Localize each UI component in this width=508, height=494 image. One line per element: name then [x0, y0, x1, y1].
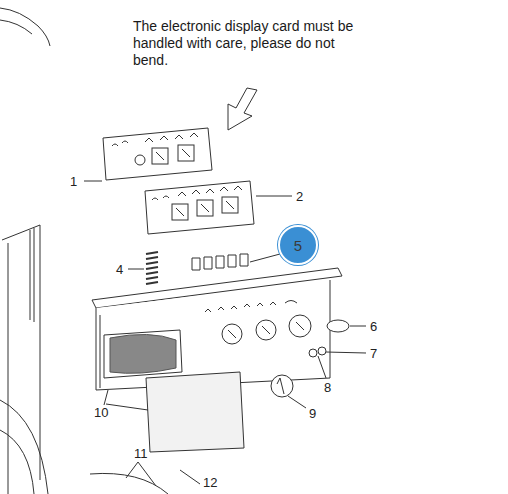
- leader-line: [350, 326, 366, 327]
- small-knob: [318, 347, 326, 355]
- leader-line: [104, 390, 148, 410]
- leader-line: [256, 196, 292, 197]
- small-knob: [309, 349, 317, 357]
- leader-line: [326, 352, 366, 353]
- leader-line: [318, 356, 326, 378]
- handling-note: The electronic display card must be hand…: [133, 18, 355, 69]
- cabinet-edge: [8, 243, 9, 494]
- drawer-handle: [110, 334, 176, 373]
- card-hole: [135, 155, 145, 165]
- display-card: [103, 128, 212, 180]
- leader-line: [84, 181, 102, 182]
- drawer-front: [146, 372, 244, 452]
- callout-number: 6: [370, 319, 377, 334]
- callout-number: 7: [370, 346, 377, 361]
- card-leds: [112, 133, 198, 146]
- door-curve: [0, 430, 34, 494]
- callout-number: 1: [70, 174, 77, 189]
- cabinet-rail: [30, 228, 34, 322]
- leader-line: [288, 396, 306, 408]
- door-curve: [0, 400, 48, 494]
- card-leds: [152, 186, 242, 200]
- display-card: [145, 181, 254, 234]
- knob-pointer: [228, 322, 304, 338]
- pointer-arrow: [228, 88, 257, 130]
- top-cover-edge: [0, 8, 50, 46]
- knob-cap-mark: [277, 378, 284, 394]
- panel-edge: [100, 315, 101, 388]
- leader-line: [180, 470, 200, 484]
- panel-leds: [205, 301, 297, 313]
- callout-number: 5: [294, 237, 302, 254]
- button-row: [192, 254, 248, 270]
- callout-number: 2: [296, 189, 303, 204]
- callout-number: 9: [309, 406, 316, 421]
- drawer-opening: [104, 330, 182, 378]
- leader-line: [250, 254, 280, 262]
- leader-line: [128, 269, 144, 270]
- top-cover-edge: [0, 20, 32, 34]
- callout-number: 11: [134, 446, 148, 461]
- spring-stack: [146, 252, 158, 284]
- lower-part-edge: [90, 473, 168, 494]
- knob-cap: [271, 375, 293, 397]
- callout-number: 12: [203, 475, 217, 490]
- callout-number: 4: [116, 262, 123, 277]
- callout-number: 8: [324, 380, 331, 395]
- oval-button: [327, 320, 349, 332]
- card-encoder-mark: [156, 149, 190, 160]
- callout-number: 10: [94, 405, 108, 420]
- leader-line: [126, 462, 156, 486]
- card-encoder-mark: [176, 201, 234, 216]
- callout-circle: 5: [278, 225, 318, 265]
